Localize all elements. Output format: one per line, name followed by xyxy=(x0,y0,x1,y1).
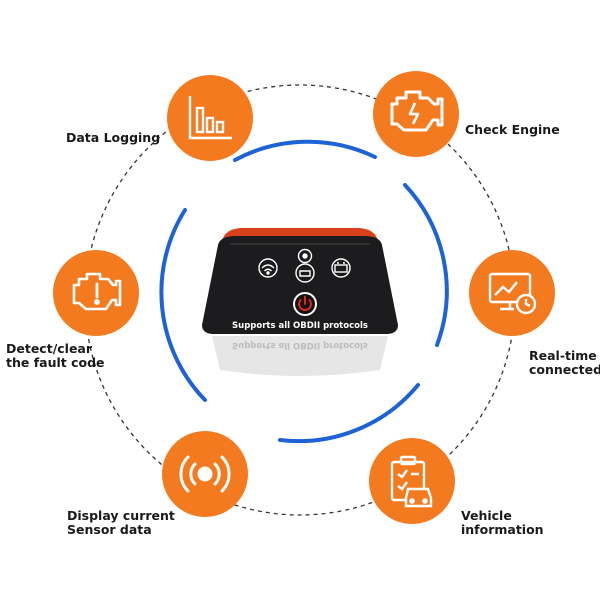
label-data-logging: Data Logging xyxy=(66,130,161,145)
device-caption-reflection: Supports all OBDII protocols xyxy=(232,340,368,350)
monitor-clock-icon xyxy=(488,272,537,315)
wifi-icon xyxy=(258,258,278,278)
engine-warning-icon xyxy=(390,90,444,132)
feature-circle-vehicle-info xyxy=(369,438,455,524)
blue-ring-arcs xyxy=(159,139,449,444)
bar-chart-icon xyxy=(188,96,232,140)
device-caption: Supports all OBDII protocols xyxy=(232,321,368,331)
device-body xyxy=(202,236,398,334)
label-vehicle-info: Vehicle information xyxy=(461,508,544,537)
engine-warning-icon xyxy=(72,272,122,311)
blue-arc-top xyxy=(233,139,377,162)
battery-icon xyxy=(331,258,351,278)
feature-circle-check-engine xyxy=(373,71,459,157)
blue-arc-bottom xyxy=(278,383,420,444)
clipboard-car-icon xyxy=(390,455,433,508)
feature-circle-sensor-data xyxy=(162,431,248,517)
sensor-signal-icon xyxy=(179,455,231,493)
power-icon[interactable] xyxy=(293,292,317,316)
feature-circle-data-logging xyxy=(167,75,253,161)
feature-circle-fault-code xyxy=(53,250,139,336)
obd-device: Supports all OBDII protocols xyxy=(202,228,398,376)
blue-arc-left xyxy=(159,208,207,402)
label-check-engine: Check Engine xyxy=(465,122,560,137)
blue-arc-right xyxy=(403,183,449,347)
label-sensor-data: Display current Sensor data xyxy=(67,508,175,537)
engine-status-icon xyxy=(295,248,315,283)
label-fault-code: Detect/clear the fault code xyxy=(6,341,105,370)
device-reflection xyxy=(212,336,388,376)
label-realtime: Real-time connected xyxy=(529,348,600,377)
feature-circle-realtime xyxy=(469,250,555,336)
